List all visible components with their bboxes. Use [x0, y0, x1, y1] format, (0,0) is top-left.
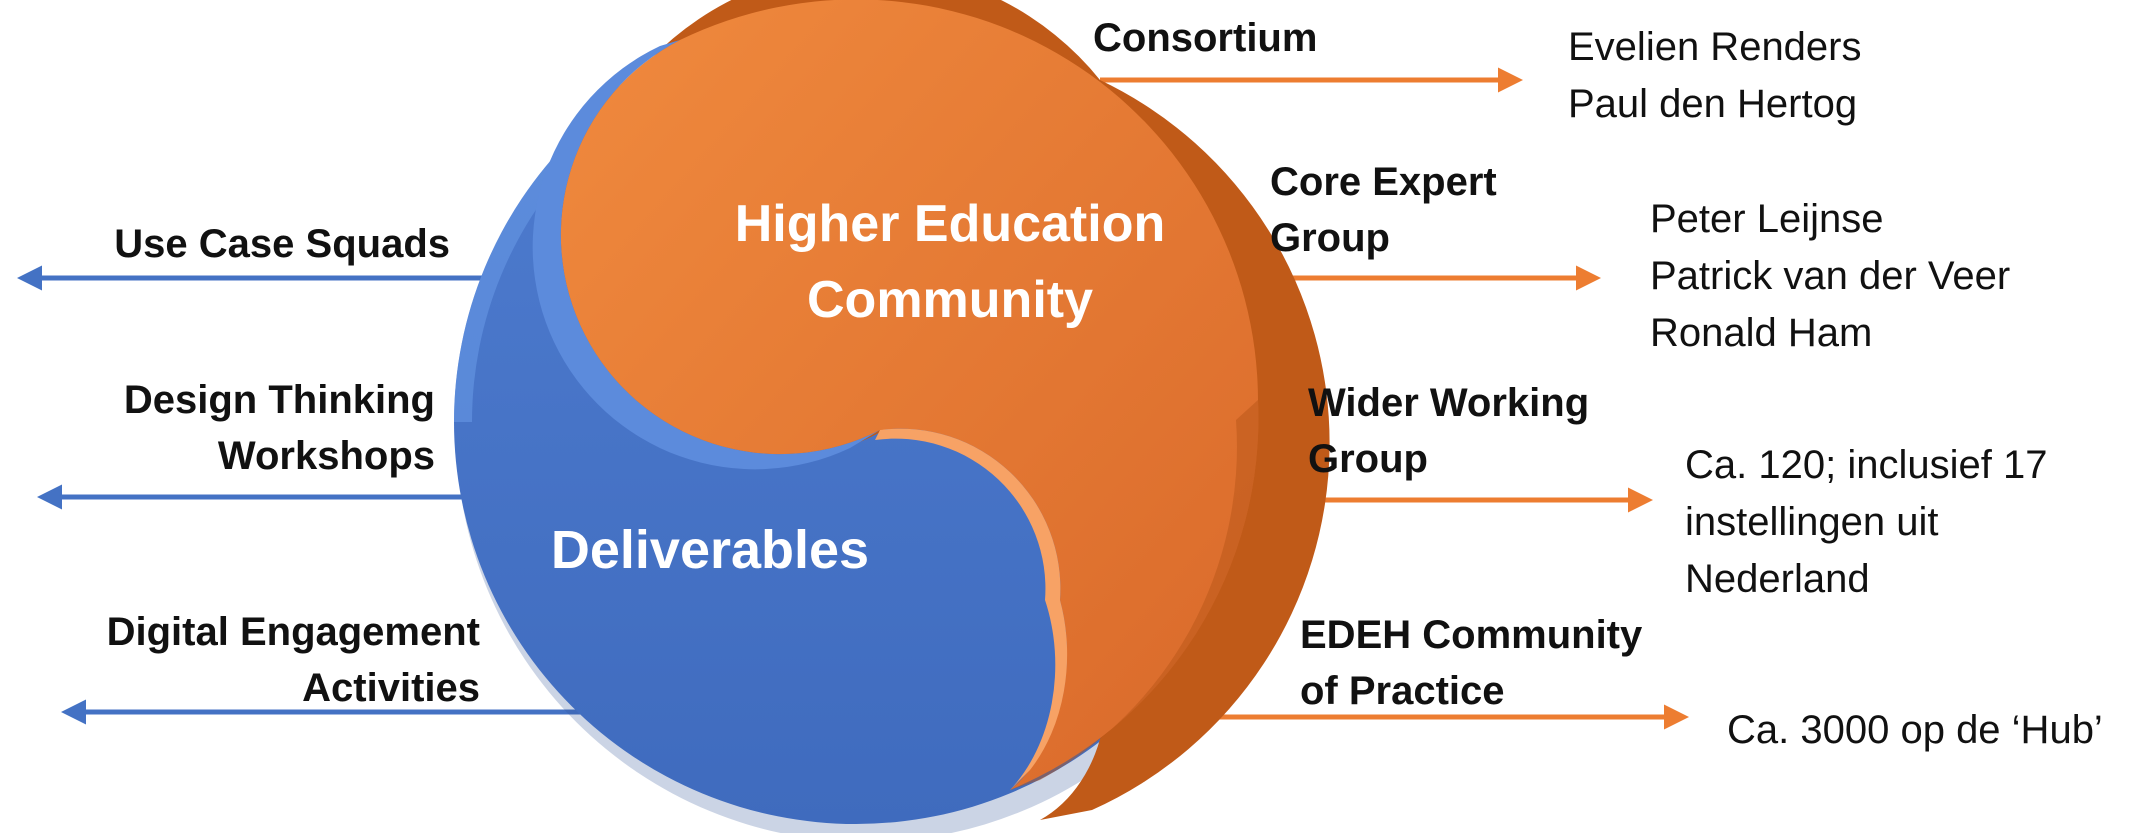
wider-working-member-1: Ca. 120; inclusief 17: [1685, 443, 2048, 487]
core-expert-member-2: Patrick van der Veer: [1650, 254, 2011, 298]
digital-engagement-line-1: Digital Engagement: [106, 610, 480, 654]
higher-education-community-label: Higher Education Community: [690, 186, 1210, 338]
consortium-label: Consortium: [1093, 10, 1393, 66]
right-arrows: [1100, 67, 1689, 730]
digital-engagement-activities-label: Digital Engagement Activities: [60, 604, 480, 716]
circle-top-line-1: Higher Education: [734, 195, 1166, 253]
design-thinking-workshops-label: Design Thinking Workshops: [80, 372, 435, 484]
wider-working-member-3: Nederland: [1685, 557, 1870, 601]
consortium-members: Evelien Renders Paul den Hertog: [1568, 19, 1862, 133]
edeh-line-2: of Practice: [1300, 669, 1505, 713]
circle-top-line-2: Community: [807, 271, 1093, 329]
wider-working-members: Ca. 120; inclusief 17 instellingen uit N…: [1685, 437, 2047, 608]
wider-working-line-2: Group: [1308, 437, 1428, 481]
digital-engagement-line-2: Activities: [302, 666, 480, 710]
wider-working-member-2: instellingen uit: [1685, 500, 1939, 544]
consortium-member-2: Paul den Hertog: [1568, 82, 1858, 126]
design-thinking-line-2: Workshops: [217, 434, 435, 478]
core-expert-line-2: Group: [1270, 216, 1390, 260]
left-arrows: [17, 265, 590, 725]
circle-bottom-label: Deliverables: [550, 520, 870, 580]
orange-half: [560, 0, 1259, 790]
edeh-line-1: EDEH Community: [1300, 613, 1643, 657]
deliverables-label: Deliverables: [520, 515, 900, 585]
consortium-member-1: Evelien Renders: [1568, 25, 1862, 69]
wider-working-group-label: Wider Working Group: [1308, 375, 1628, 487]
use-case-squads-line-1: Use Case Squads: [114, 222, 450, 266]
use-case-squads-label: Use Case Squads: [100, 216, 450, 272]
core-expert-members: Peter Leijnse Patrick van der Veer Ronal…: [1650, 191, 2010, 362]
core-expert-member-3: Ronald Ham: [1650, 311, 1873, 355]
wider-working-line-1: Wider Working: [1308, 381, 1590, 425]
core-expert-member-1: Peter Leijnse: [1650, 197, 1884, 241]
consortium-line-1: Consortium: [1093, 16, 1318, 60]
design-thinking-line-1: Design Thinking: [123, 378, 435, 422]
yin-yang-circle: [454, 0, 1330, 833]
edeh-community-label: EDEH Community of Practice: [1300, 607, 1680, 719]
core-expert-line-1: Core Expert: [1270, 160, 1497, 204]
edeh-members: Ca. 3000 op de ‘Hub’: [1727, 702, 2103, 759]
edeh-member-1: Ca. 3000 op de ‘Hub’: [1727, 708, 2103, 752]
core-expert-group-label: Core Expert Group: [1270, 154, 1570, 266]
